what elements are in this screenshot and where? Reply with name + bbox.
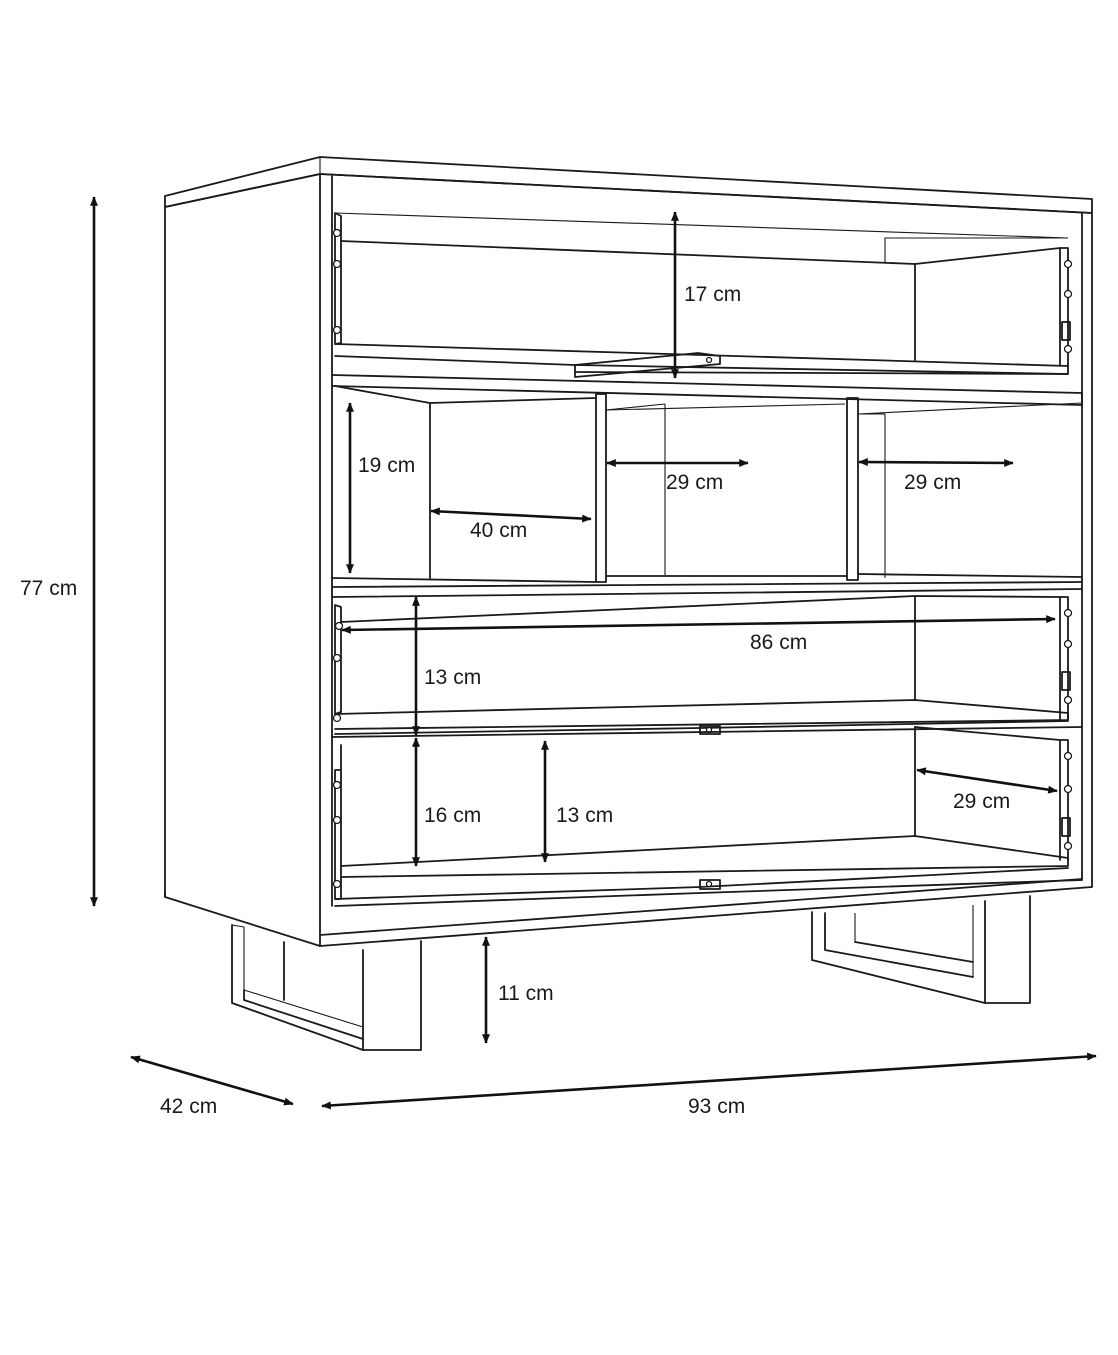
leg-height-label: 11 cm [498,982,554,1005]
top-drawer [332,212,1073,378]
shelf-height-label: 19 cm [358,454,415,477]
open-shelf-compartments [331,374,1083,588]
right-compartment-width-label: 29 cm [904,471,961,494]
cabinet-outline [164,156,1093,947]
middle-drawer [331,588,1083,735]
top-drawer-height-label: 17 cm [684,283,741,306]
depth-arrow [130,1055,294,1106]
right-sled-leg [811,895,1031,1004]
width-label: 93 cm [688,1095,745,1118]
bottom-drawer [331,726,1083,907]
right-compartment-width-arrow [858,458,1014,467]
height-label: 77 cm [20,577,77,600]
bottom-drawer-inner-height-label: 13 cm [556,804,613,827]
middle-drawer-height-label: 13 cm [424,666,481,689]
bottom-drawer-front-height-label: 16 cm [424,804,481,827]
depth-label: 42 cm [160,1095,217,1118]
middle-compartment-width-label: 29 cm [666,471,723,494]
left-sled-leg [231,924,422,1051]
dimension-arrows [90,196,1097,1110]
drawer-depth-label: 29 cm [953,790,1010,813]
left-compartment-width-label: 40 cm [470,519,527,542]
dimension-labels: 77 cm 42 cm 93 cm 11 cm 17 cm 19 cm 40 c… [20,283,1010,1118]
drawer-inner-width-arrow [341,615,1056,634]
width-arrow [321,1052,1097,1110]
drawer-depth-arrow [916,767,1058,794]
drawer-inner-width-label: 86 cm [750,631,807,654]
left-compartment-width-arrow [430,507,592,523]
